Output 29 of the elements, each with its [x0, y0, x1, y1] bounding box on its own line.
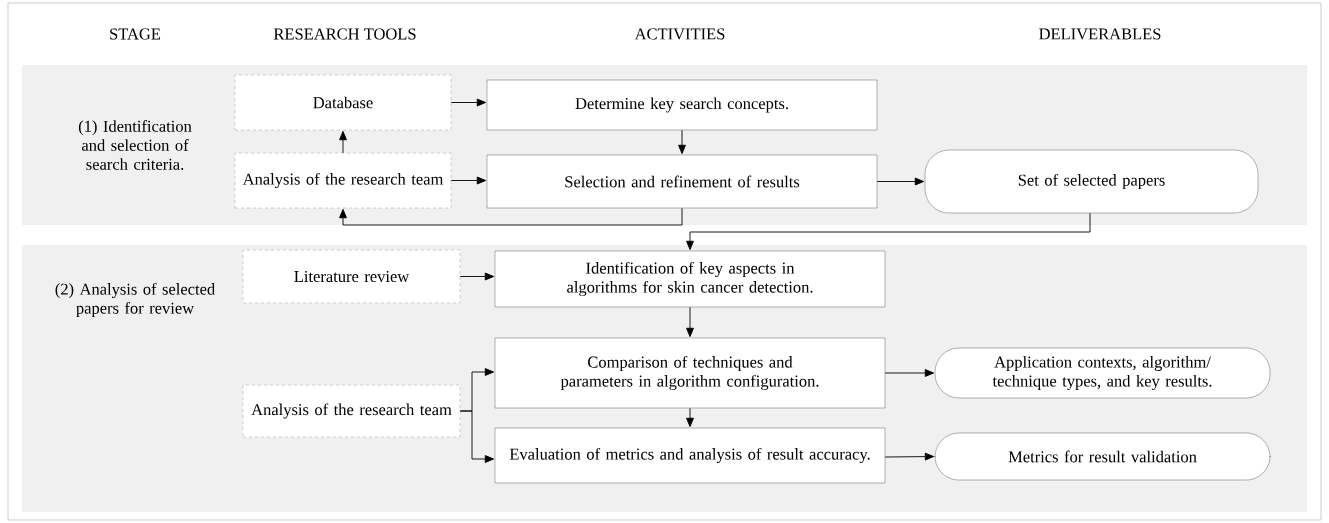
arrow — [678, 129, 686, 155]
arrow — [876, 177, 925, 186]
arrow — [459, 410, 495, 463]
arrow — [450, 98, 487, 107]
arrow — [884, 452, 935, 461]
arrow — [459, 272, 495, 281]
tool-box: Literature review — [242, 249, 461, 304]
arrow — [450, 176, 487, 185]
arrow — [884, 369, 935, 377]
activity-box: Determine key search concepts. — [486, 79, 878, 131]
arrow — [339, 207, 683, 226]
tool-box: Analysis of the research team — [234, 152, 452, 209]
arrow — [686, 407, 694, 428]
activity-box: Evaluation of metrics and analysis of result accuracy. — [494, 427, 886, 484]
column-header: DELIVERABLES — [1039, 28, 1161, 40]
activity-box: Identification of key aspects in algorithms for skin cancer detection. — [494, 250, 886, 308]
arrow — [339, 130, 347, 154]
deliverable-box: Metrics for result validation — [934, 432, 1271, 481]
deliverable-box: Set of selected papers — [924, 149, 1259, 214]
arrow — [686, 212, 1091, 251]
activity-box: Selection and refinement of results — [486, 154, 878, 209]
tool-box: Analysis of the research team — [242, 384, 461, 438]
column-header: ACTIVITIES — [634, 28, 725, 40]
column-header: STAGE — [110, 28, 161, 40]
deliverable-box: Application contexts, algorithm/ technique types, and key results. — [934, 347, 1271, 399]
column-header: RESEARCH TOOLS — [273, 28, 416, 40]
tool-box: Database — [234, 74, 452, 131]
arrow — [686, 306, 694, 338]
activity-box: Comparison of techniques and parameters in algorithm configuration. — [494, 337, 886, 409]
